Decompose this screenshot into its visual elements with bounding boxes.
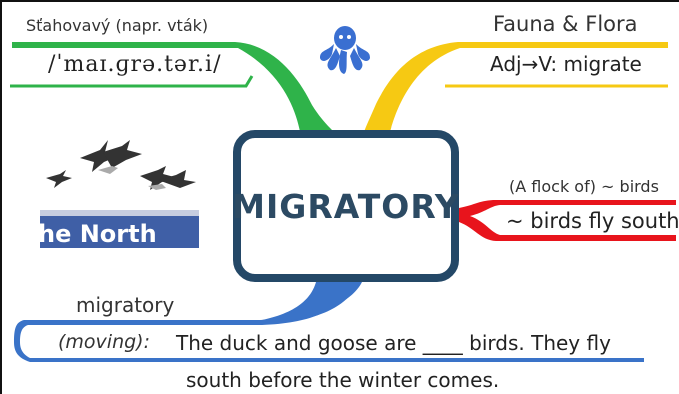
- red-branch: [459, 200, 676, 241]
- photo-caption: he North: [40, 220, 157, 248]
- frame-left-border: [0, 0, 2, 394]
- green-underline: [10, 75, 254, 88]
- photo-top-strip: [40, 210, 199, 216]
- translation-text: Sťahovavý (napr. vták): [26, 16, 209, 35]
- example-phrase: ~ birds fly south: [506, 209, 679, 233]
- category-text: Fauna & Flora: [493, 12, 638, 36]
- bottom-word: migratory: [76, 293, 175, 317]
- flying-geese-illustration: [46, 140, 196, 190]
- example-sentence-line1: The duck and goose are ____ birds. They …: [176, 331, 611, 355]
- photo-thumbnail: he North: [40, 210, 199, 248]
- definition-label: (moving):: [58, 331, 150, 353]
- blue-branch-body: [262, 282, 360, 320]
- blue-branch: [14, 282, 644, 362]
- collocation-hint: (A flock of) ~ birds: [509, 177, 659, 196]
- octopus-logo-icon: [320, 26, 370, 74]
- center-word: MIGRATORY: [232, 186, 460, 226]
- center-word-box: MIGRATORY: [232, 130, 460, 282]
- example-sentence-line2: south before the winter comes.: [186, 368, 500, 392]
- derivation-text: Adj→V: migrate: [490, 52, 642, 76]
- frame-top-border: [0, 0, 679, 2]
- green-branch: [12, 42, 334, 132]
- ipa-pronunciation: /ˈmaɪ.ɡrə.tər.i/: [48, 52, 222, 77]
